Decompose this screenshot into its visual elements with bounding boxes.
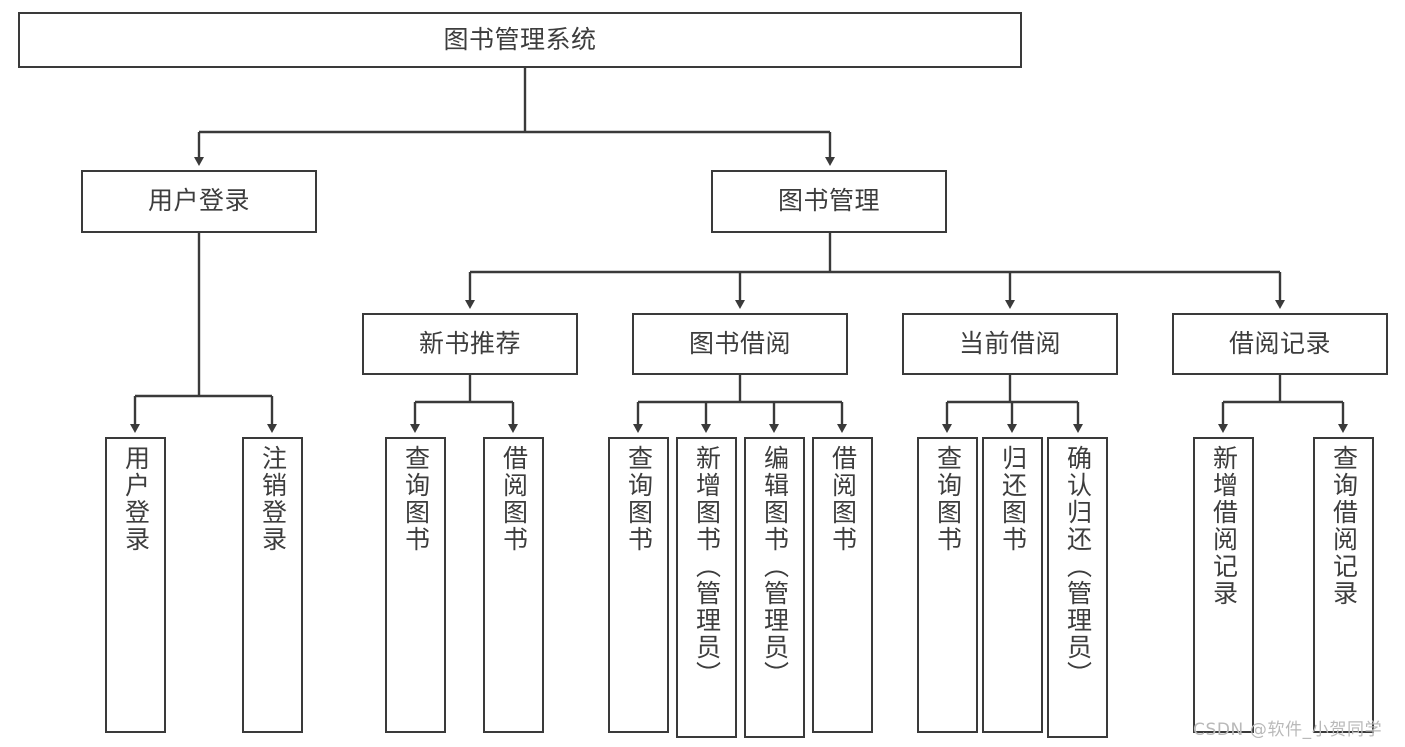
- node-label: 注销登录: [258, 445, 288, 553]
- leaf-current-confirm-return-admin[interactable]: 确认归还（管理员）: [1047, 437, 1108, 738]
- node-label: 编辑图书（管理员）: [760, 445, 790, 688]
- leaf-borrow-add-book-admin[interactable]: 新增图书（管理员）: [676, 437, 737, 738]
- node-label: 查询图书: [933, 445, 963, 553]
- leaf-recommend-borrow-book[interactable]: 借阅图书: [483, 437, 544, 733]
- csdn-watermark: CSDN @软件_小贺同学: [1193, 720, 1383, 740]
- node-label: 查询图书: [624, 445, 654, 553]
- node-book-borrow[interactable]: 图书借阅: [632, 313, 848, 375]
- leaf-user-login-login[interactable]: 用户登录: [105, 437, 166, 733]
- node-label: 借阅图书: [828, 445, 858, 553]
- node-label: 借阅记录: [1228, 328, 1331, 358]
- node-label: 图书管理系统: [443, 24, 597, 54]
- node-label: 新增图书（管理员）: [692, 445, 722, 688]
- node-label: 用户登录: [147, 186, 250, 216]
- node-label: 图书借阅: [688, 328, 791, 358]
- node-user-login[interactable]: 用户登录: [81, 170, 317, 233]
- leaf-records-query-record[interactable]: 查询借阅记录: [1313, 437, 1374, 733]
- node-label: 查询图书: [401, 445, 431, 553]
- leaf-borrow-edit-book-admin[interactable]: 编辑图书（管理员）: [744, 437, 805, 738]
- node-label: 归还图书: [998, 445, 1028, 553]
- node-borrow-records[interactable]: 借阅记录: [1172, 313, 1388, 375]
- node-label: 用户登录: [121, 445, 151, 553]
- node-current-borrow[interactable]: 当前借阅: [902, 313, 1118, 375]
- leaf-records-add-record[interactable]: 新增借阅记录: [1193, 437, 1254, 733]
- node-label: 当前借阅: [958, 328, 1061, 358]
- leaf-user-login-logout[interactable]: 注销登录: [242, 437, 303, 733]
- node-label: 新增借阅记录: [1209, 445, 1239, 607]
- leaf-borrow-query-book[interactable]: 查询图书: [608, 437, 669, 733]
- node-label: 确认归还（管理员）: [1063, 445, 1093, 688]
- node-label: 借阅图书: [499, 445, 529, 553]
- leaf-current-return-book[interactable]: 归还图书: [982, 437, 1043, 733]
- leaf-borrow-borrow-book[interactable]: 借阅图书: [812, 437, 873, 733]
- leaf-current-query-book[interactable]: 查询图书: [917, 437, 978, 733]
- node-label: 图书管理: [777, 186, 880, 216]
- node-label: 查询借阅记录: [1329, 445, 1359, 607]
- node-label: 新书推荐: [418, 328, 521, 358]
- leaf-recommend-query-book[interactable]: 查询图书: [385, 437, 446, 733]
- node-new-book-recommend[interactable]: 新书推荐: [362, 313, 578, 375]
- node-book-management[interactable]: 图书管理: [711, 170, 947, 233]
- node-root-system[interactable]: 图书管理系统: [18, 12, 1022, 68]
